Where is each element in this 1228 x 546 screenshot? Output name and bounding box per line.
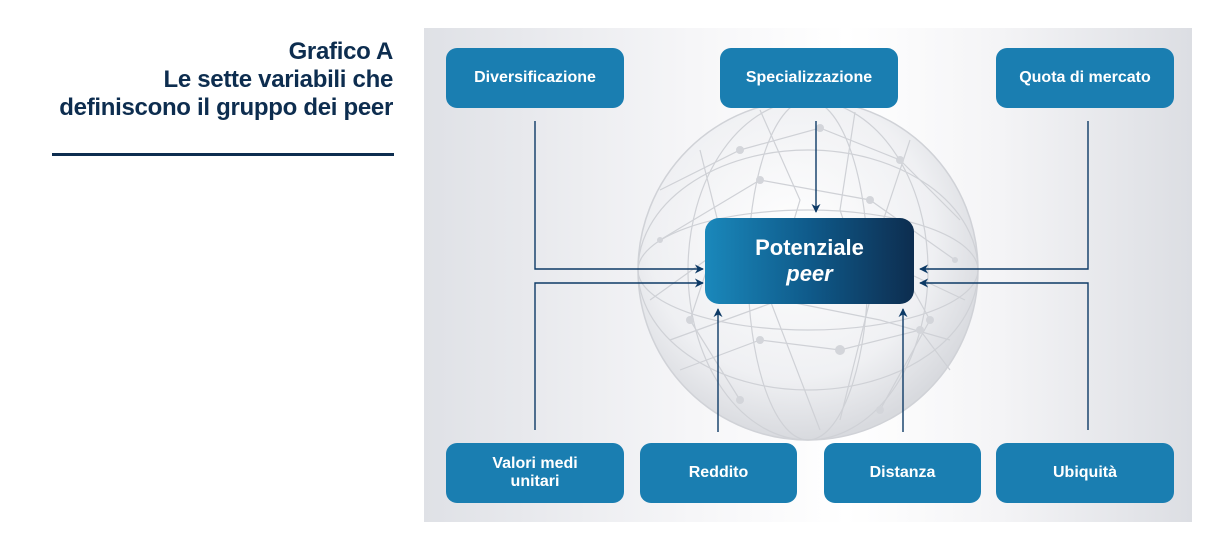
node-reddito: Reddito: [640, 443, 797, 503]
chart-title-line-2: Le sette variabili che: [163, 66, 393, 93]
chart-title-line-1: Grafico A: [288, 38, 394, 65]
node-potenziale-peer: Potenziale peer: [705, 218, 914, 304]
center-label-line-1: Potenziale: [755, 235, 864, 260]
title-divider: [52, 153, 394, 156]
node-distanza: Distanza: [824, 443, 981, 503]
node-ubiquita: Ubiquità: [996, 443, 1174, 503]
chart-title: Grafico A Le sette variabili che definis…: [59, 38, 393, 122]
arrow-diversificazione: [534, 121, 704, 274]
arrow-valori-medi-unitari: [534, 278, 704, 430]
node-diversificazione: Diversificazione: [446, 48, 624, 108]
arrow-ubiquita: [919, 278, 1089, 430]
node-specializzazione: Specializzazione: [720, 48, 898, 108]
node-valori-medi-unitari: Valori medi unitari: [446, 443, 624, 503]
center-label-line-2: peer: [786, 261, 833, 286]
chart-title-line-3: definiscono il gruppo dei peer: [59, 94, 393, 121]
node-quota-di-mercato: Quota di mercato: [996, 48, 1174, 108]
arrow-quota-di-mercato: [919, 121, 1089, 274]
